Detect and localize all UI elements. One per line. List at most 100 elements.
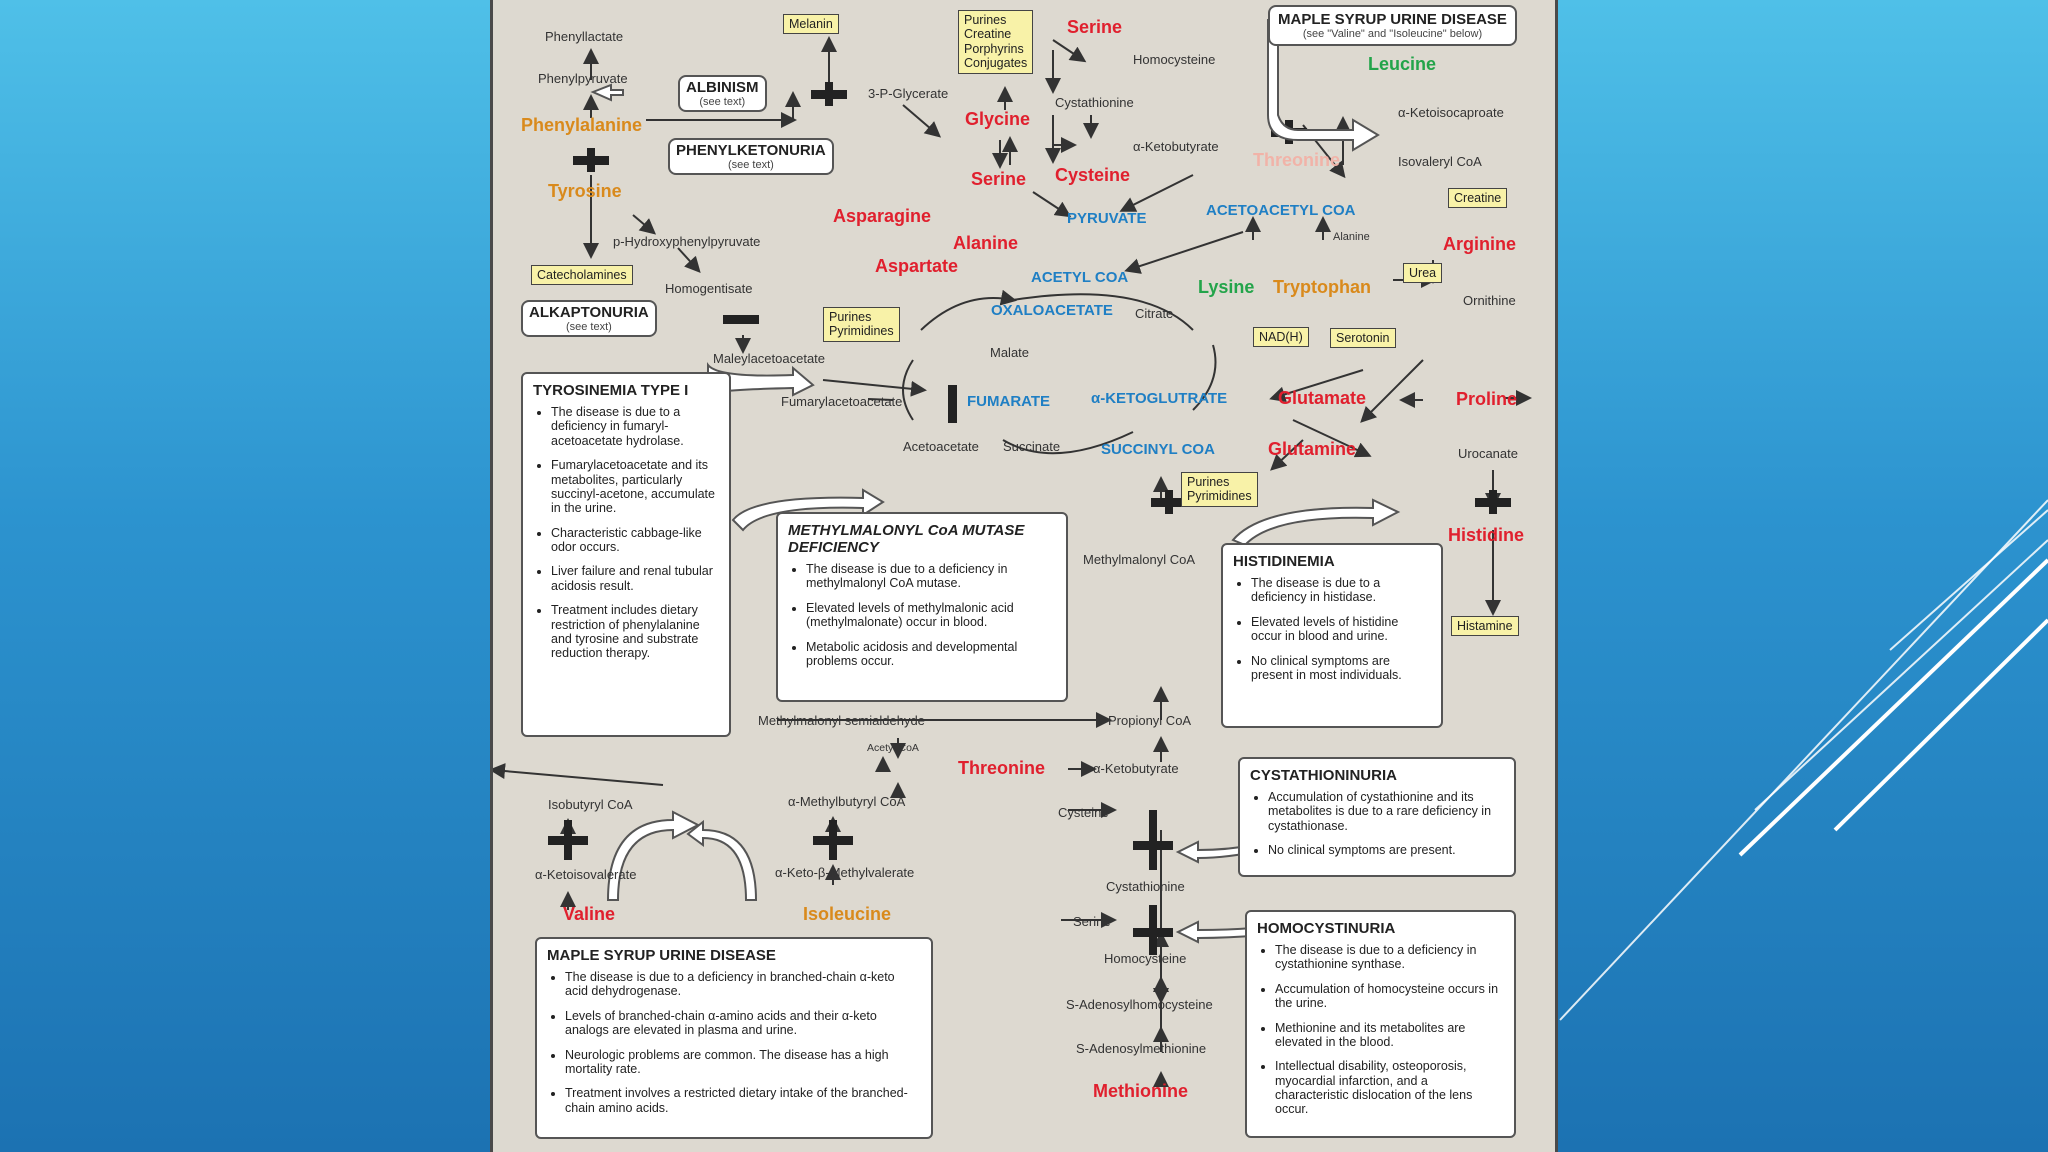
panel-bullet: Fumarylacetoacetate and its metabolites,… [551, 458, 719, 516]
label-phenylpyruvate: Phenylpyruvate [538, 71, 628, 86]
label-glutamate: Glutamate [1278, 388, 1367, 408]
box-melanin: Melanin [783, 14, 839, 35]
panel-histidinemia: HISTIDINEMIA The disease is due to a def… [1221, 543, 1443, 728]
panel-bullet: Metabolic acidosis and developmental pro… [806, 640, 1056, 669]
label-isovaleryl-coa: Isovaleryl CoA [1398, 154, 1482, 169]
box-text: Purines [829, 310, 872, 324]
label-acetoacetate: Acetoacetate [903, 439, 979, 454]
label-ornithine: Ornithine [1463, 293, 1516, 308]
label-asparagine: Asparagine [833, 206, 932, 226]
label-serine-top: Serine [1067, 17, 1123, 37]
panel-bullet: Levels of branched-chain α-amino acids a… [565, 1009, 921, 1038]
panel-title: HOMOCYSTINURIA [1257, 920, 1396, 937]
pathway-arrows [493, 19, 1532, 1087]
panel-bullet: Liver failure and renal tubular acidosis… [551, 564, 719, 593]
label-valine: Valine [563, 904, 616, 924]
panel-homocystinuria: HOMOCYSTINURIA The disease is due to a d… [1245, 910, 1516, 1138]
label-threonine-low: Threonine [958, 758, 1046, 778]
box-purines-creatine: Purines Creatine Porphyrins Conjugates [958, 10, 1034, 74]
box-text: Purines [964, 13, 1007, 27]
box-histamine: Histamine [1451, 616, 1519, 637]
label-serine-low: Serine [1073, 914, 1111, 929]
label-cysteine-low: Cysteine [1058, 805, 1109, 820]
box-nadh: NAD(H) [1253, 327, 1309, 348]
label-lysine: Lysine [1198, 277, 1255, 297]
label-aspartate: Aspartate [875, 256, 959, 276]
label-pyruvate: PYRUVATE [1067, 210, 1147, 227]
box-text: Porphyrins [964, 41, 1024, 56]
label-tyrosine: Tyrosine [548, 181, 622, 201]
label-alpha-keto-beta-methylvalerate: α-Keto-β-Methylvalerate [775, 865, 915, 880]
tag-msud-top: MAPLE SYRUP URINE DISEASE (see "Valine" … [1268, 5, 1517, 46]
panel-bullet: Elevated levels of histidine occur in bl… [1251, 615, 1431, 644]
label-alanine: Alanine [953, 233, 1019, 253]
label-propionyl-coa: Propionyl CoA [1108, 713, 1192, 728]
label-cysteine-top: Cysteine [1055, 165, 1131, 185]
label-threonine-top: Threonine [1253, 150, 1341, 170]
tag-subtitle: (see "Valine" and "Isoleucine" below) [1302, 28, 1483, 40]
tag-subtitle: (see text) [699, 96, 746, 108]
label-cystathionine-low: Cystathionine [1106, 879, 1185, 894]
box-catecholamines: Catecholamines [531, 265, 633, 286]
label-3-p-glycerate: 3-P-Glycerate [868, 86, 949, 101]
tag-phenylketonuria: PHENYLKETONURIA (see text) [668, 138, 834, 175]
label-acetoacetyl-coa: ACETOACETYL COA [1206, 202, 1356, 219]
panel-bullet: Characteristic cabbage-like odor occurs. [551, 526, 719, 555]
label-homocysteine-top: Homocysteine [1133, 52, 1216, 67]
label-phenyllactate: Phenyllactate [545, 29, 624, 44]
label-glycine: Glycine [965, 109, 1031, 129]
label-homogentisate: Homogentisate [665, 281, 753, 296]
label-citrate: Citrate [1135, 306, 1174, 321]
panel-title: HISTIDINEMIA [1233, 553, 1335, 570]
label-succinyl-coa: SUCCINYL COA [1101, 441, 1215, 458]
label-alpha-methylbutyryl-coa: α-Methylbutyryl CoA [788, 794, 906, 809]
label-arginine: Arginine [1443, 234, 1517, 254]
panel-bullet: Methionine and its metabolites are eleva… [1275, 1021, 1504, 1050]
label-s-adenosylhomocysteine: S-Adenosylhomocysteine [1066, 997, 1213, 1012]
label-methionine: Methionine [1093, 1081, 1188, 1101]
label-acetyl-coa: ACETYL COA [1031, 269, 1129, 286]
panel-title: MAPLE SYRUP URINE DISEASE [547, 947, 776, 964]
box-text: Conjugates [964, 56, 1028, 71]
label-malate: Malate [990, 345, 1030, 360]
panel-bullet: The disease is due to a deficiency in me… [806, 562, 1056, 591]
panel-cystathioninuria: CYSTATHIONINURIA Accumulation of cystath… [1238, 757, 1516, 877]
box-text: Pyrimidines [1187, 489, 1252, 504]
panel-methylmalonyl-coa-mutase: METHYLMALONYL CoA MUTASE DEFICIENCY The … [776, 512, 1068, 702]
label-ketoisocaproate: α-Ketoisocaproate [1398, 105, 1504, 120]
label-ketobutyrate-low: α-Ketobutyrate [1093, 761, 1179, 776]
panel-bullet: The disease is due to a deficiency in cy… [1275, 943, 1504, 972]
label-alpha-ketoglutrate: α-KETOGLUTRATE [1091, 390, 1228, 407]
label-urocanate: Urocanate [1458, 446, 1518, 461]
panel-bullet: Neurologic problems are common. The dise… [565, 1048, 921, 1077]
panel-title: TYROSINEMIA TYPE I [533, 382, 689, 399]
tag-subtitle: (see text) [565, 321, 612, 333]
label-isobutyryl-coa: Isobutyryl CoA [548, 797, 633, 812]
label-succinate: Succinate [1003, 439, 1061, 454]
tag-alkaptonuria: ALKAPTONURIA (see text) [521, 300, 657, 337]
panel-title: METHYLMALONYL CoA MUTASE DEFICIENCY [788, 522, 1025, 556]
tag-subtitle: (see text) [727, 159, 774, 171]
box-purines-pyrimidines-2: Purines Pyrimidines [1181, 472, 1258, 507]
tag-title: MAPLE SYRUP URINE DISEASE [1278, 11, 1507, 28]
label-alpha-ketoisovalerate: α-Ketoisovalerate [535, 867, 637, 882]
metabolic-pathway-diagram: Phenyllactate Phenylpyruvate Phenylalani… [490, 0, 1558, 1152]
label-alanine-small: Alanine [1333, 231, 1370, 243]
label-histidine: Histidine [1448, 525, 1525, 545]
panel-maple-syrup-urine-disease: MAPLE SYRUP URINE DISEASE The disease is… [535, 937, 933, 1139]
label-methylmalonyl-coa: Methylmalonyl CoA [1083, 552, 1195, 567]
tag-title: PHENYLKETONURIA [676, 142, 826, 159]
label-leucine: Leucine [1368, 54, 1437, 74]
panel-bullet: Intellectual disability, osteoporosis, m… [1275, 1059, 1504, 1117]
tag-title: ALKAPTONURIA [529, 304, 649, 321]
box-purines-pyrimidines-1: Purines Pyrimidines [823, 307, 900, 342]
panel-bullet: No clinical symptoms are present. [1268, 843, 1504, 857]
panel-tyrosinemia: TYROSINEMIA TYPE I The disease is due to… [521, 372, 731, 737]
panel-bullet: Treatment involves a restricted dietary … [565, 1086, 921, 1115]
label-oxaloacetate: OXALOACETATE [991, 302, 1113, 319]
tag-title: ALBINISM [686, 79, 759, 96]
label-homocysteine-low: Homocysteine [1104, 951, 1187, 966]
box-text: Purines [1187, 475, 1230, 489]
panel-bullet: The disease is due to a deficiency in br… [565, 970, 921, 999]
